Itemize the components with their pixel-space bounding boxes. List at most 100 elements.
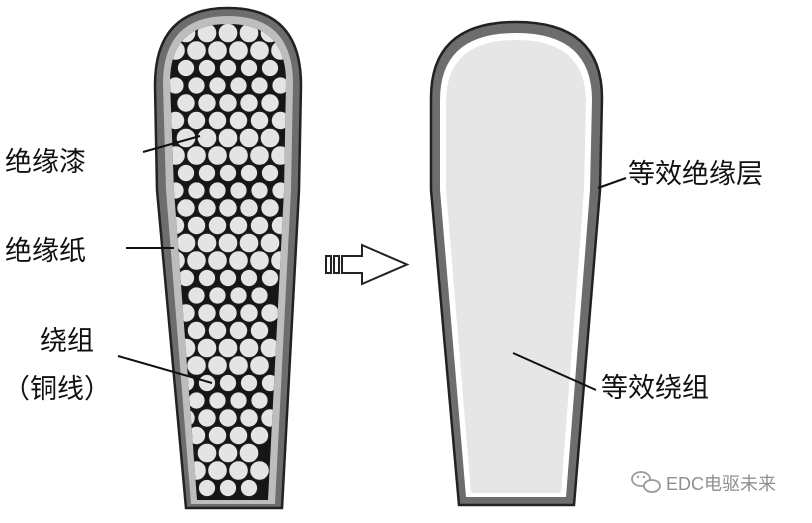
copper-wire [248, 249, 271, 272]
copper-wire [176, 163, 196, 183]
copper-wire [260, 163, 280, 183]
copper-wire [217, 442, 239, 464]
copper-wire [259, 302, 281, 324]
copper-wire [206, 249, 229, 272]
copper-wire [197, 58, 217, 78]
copper-wire [239, 58, 259, 78]
copper-wire [248, 39, 271, 62]
copper-wire [207, 425, 228, 446]
watermark-text: EDC电驱未来 [666, 474, 776, 494]
copper-wire [196, 127, 218, 149]
copper-wire [206, 144, 229, 167]
copper-wire [186, 391, 206, 411]
copper-wire [196, 442, 218, 464]
copper-wire [196, 197, 218, 219]
copper-wire [249, 391, 269, 411]
copper-wire [207, 215, 228, 236]
copper-wire [197, 268, 217, 288]
copper-wire-circles [170, 24, 286, 498]
copper-wire [228, 75, 248, 95]
copper-wire [186, 110, 207, 131]
copper-wire [228, 180, 248, 200]
copper-wire [227, 39, 250, 62]
copper-wire [197, 163, 217, 183]
copper-wire [196, 407, 218, 429]
copper-wire [186, 286, 206, 306]
copper-wire [186, 215, 207, 236]
equivalent-model [429, 20, 604, 507]
copper-wire [259, 197, 281, 219]
copper-wire [259, 232, 281, 254]
arrow-head [341, 243, 410, 286]
copper-wire [259, 127, 281, 149]
copper-wire [248, 354, 271, 377]
copper-wire [227, 459, 250, 482]
copper-wire [249, 286, 269, 306]
copper-wire [238, 302, 260, 324]
copper-wire [238, 232, 260, 254]
copper-wire [206, 39, 229, 62]
equivalent-winding-region [446, 40, 586, 493]
leader-line-winding [117, 355, 213, 384]
copper-wire [197, 373, 217, 393]
copper-wire [185, 354, 208, 377]
copper-wire [218, 163, 238, 183]
copper-wire [175, 232, 197, 254]
wechat-icon [631, 471, 661, 493]
copper-wire [228, 320, 249, 341]
copper-wire [196, 337, 218, 359]
copper-wire [249, 320, 270, 341]
copper-wire [186, 320, 207, 341]
label-copper-wire: （铜线） [3, 374, 111, 405]
copper-wire [175, 197, 197, 219]
copper-wire [228, 391, 248, 411]
copper-wire [238, 442, 260, 464]
copper-wire [185, 249, 208, 272]
copper-wire [217, 232, 239, 254]
copper-wire [228, 425, 249, 446]
copper-wire [217, 24, 239, 44]
copper-wire [249, 180, 269, 200]
copper-wire [218, 373, 238, 393]
copper-wire [217, 127, 239, 149]
copper-wire [239, 373, 259, 393]
copper-wire [249, 110, 270, 131]
copper-wire [217, 197, 239, 219]
copper-wire [185, 144, 208, 167]
copper-wire [239, 163, 259, 183]
copper-wire [238, 197, 260, 219]
copper-wire [207, 75, 227, 95]
arrow-bar-2 [333, 255, 340, 274]
copper-wire [217, 407, 239, 429]
copper-wire [197, 478, 217, 498]
copper-wire [228, 286, 248, 306]
copper-wire [228, 110, 249, 131]
copper-wire [217, 92, 239, 114]
label-enamel: 绝缘漆 [5, 147, 86, 178]
copper-wire [238, 127, 260, 149]
copper-wire [249, 75, 269, 95]
copper-wire [249, 425, 270, 446]
copper-wire [239, 268, 259, 288]
copper-wire [227, 249, 250, 272]
copper-wire [196, 24, 218, 44]
copper-wire [248, 459, 271, 482]
copper-wire [206, 354, 229, 377]
copper-wire [249, 215, 270, 236]
copper-wire [196, 232, 218, 254]
copper-wire [238, 337, 260, 359]
copper-wire [238, 24, 260, 44]
copper-wire [207, 180, 227, 200]
copper-wire [170, 75, 185, 95]
label-equivalent-winding: 等效绕组 [601, 373, 709, 404]
copper-wire [207, 320, 228, 341]
copper-wire [248, 144, 271, 167]
copper-wire [228, 215, 249, 236]
copper-wire [227, 144, 250, 167]
copper-wire [176, 58, 196, 78]
copper-wire [206, 459, 229, 482]
copper-wire [218, 58, 238, 78]
leader-line-eq-insulation [597, 177, 627, 189]
copper-wire [259, 92, 281, 114]
copper-wire [196, 302, 218, 324]
